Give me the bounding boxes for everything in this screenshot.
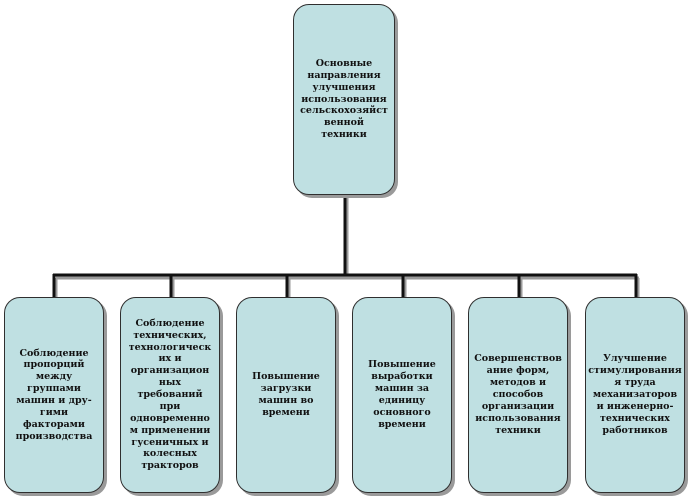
child-node-1: Соблюдение пропорций между группами маши… — [4, 297, 104, 493]
child-node-4: Повышение выработки машин за единицу осн… — [352, 297, 452, 493]
child-node-2: Соблюдение технических, технологическ их… — [120, 297, 220, 493]
root-node: Основные направления улучшения использов… — [293, 4, 395, 195]
child-node-3: Повышение загрузки машин во времени — [236, 297, 336, 493]
child-node-5: Совершенствов ание форм, методов и спосо… — [468, 297, 568, 493]
child-node-6: Улучшение стимулирования я труда механиз… — [585, 297, 685, 493]
